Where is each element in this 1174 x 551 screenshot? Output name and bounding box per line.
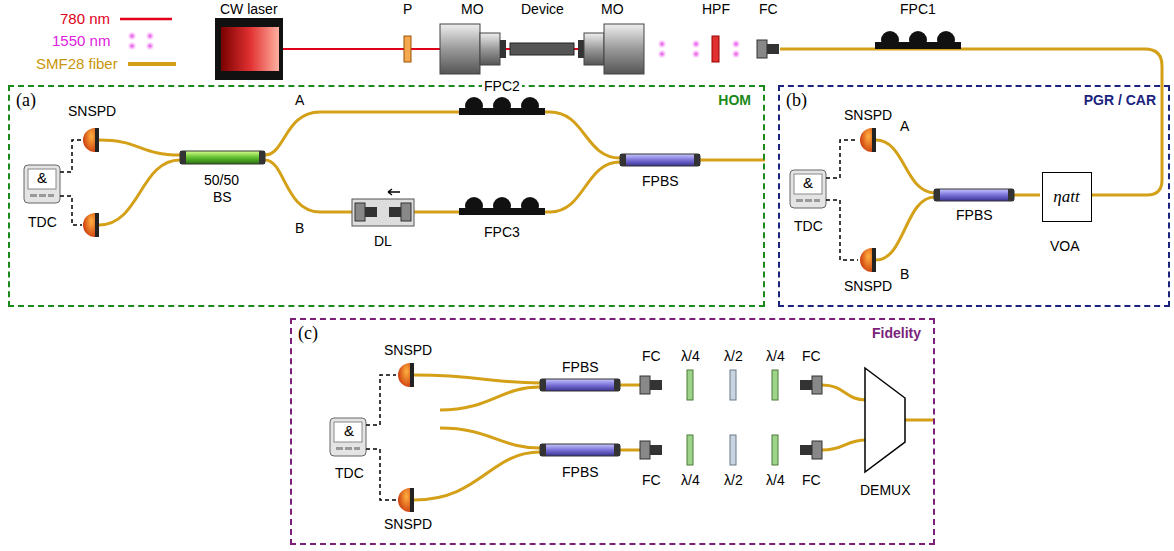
part-label: B xyxy=(898,266,911,282)
part-label: CW laser xyxy=(218,1,280,17)
panel-tag: (a) xyxy=(16,90,36,111)
part-label: λ/4 xyxy=(764,348,787,364)
part-label: SNSPD xyxy=(842,107,894,123)
part-label: FPBS xyxy=(640,173,681,189)
part-label: FPC3 xyxy=(482,224,522,240)
legend-text: SMF28 fiber xyxy=(34,56,120,72)
part-label: BS xyxy=(211,189,234,205)
legend-text: 1550 nm xyxy=(50,33,112,49)
part-label: Device xyxy=(519,1,566,17)
part-label: λ/2 xyxy=(722,348,745,364)
part-label: SNSPD xyxy=(66,103,118,119)
part-label: A xyxy=(293,92,306,108)
part-label: TDC xyxy=(333,465,366,481)
panel-title: HOM xyxy=(718,92,751,108)
part-label: FPBS xyxy=(560,464,601,480)
part-label: FC xyxy=(800,472,823,488)
part-label: MO xyxy=(459,1,486,17)
part-label: FC xyxy=(640,472,663,488)
part-label: DEMUX xyxy=(858,482,913,498)
part-label: P xyxy=(401,1,414,17)
part-label: FPC1 xyxy=(898,1,938,17)
part-label: FC xyxy=(640,348,663,364)
panel-tag: (c) xyxy=(298,323,318,344)
part-label: FPBS xyxy=(954,207,995,223)
part-label: VOA xyxy=(1048,238,1082,254)
part-label: λ/2 xyxy=(722,472,745,488)
coincidence-symbol: & xyxy=(342,423,356,439)
part-label: SNSPD xyxy=(382,516,434,532)
part-label: FC xyxy=(800,348,823,364)
coincidence-symbol: & xyxy=(801,175,815,191)
part-label: B xyxy=(293,220,306,236)
part-label: FPC2 xyxy=(482,78,522,94)
part-label: A xyxy=(898,118,911,134)
panel-tag: (b) xyxy=(786,90,807,111)
coincidence-symbol: & xyxy=(35,170,49,186)
dashed-panel: (a) HOM xyxy=(8,85,765,307)
legend-text: 780 nm xyxy=(58,11,112,27)
part-label: 50/50 xyxy=(202,172,241,188)
part-label: SNSPD xyxy=(842,278,894,294)
part-label: MO xyxy=(599,1,626,17)
attenuation-symbol: ηatt xyxy=(1053,187,1079,207)
part-label: FC xyxy=(757,1,780,17)
panel-title: PGR / CAR xyxy=(1084,92,1156,108)
part-label: FPBS xyxy=(560,359,601,375)
part-label: λ/4 xyxy=(679,348,702,364)
part-label: TDC xyxy=(26,214,59,230)
part-label: λ/4 xyxy=(764,472,787,488)
part-label: λ/4 xyxy=(679,472,702,488)
part-label: SNSPD xyxy=(382,342,434,358)
panel-title: Fidelity xyxy=(872,325,921,341)
part-label: TDC xyxy=(792,218,825,234)
part-label: DL xyxy=(372,233,394,249)
part-label: HPF xyxy=(700,1,732,17)
attenuator-box: ηatt xyxy=(1042,172,1092,222)
dashed-panel: (b) PGR / CAR ηatt xyxy=(778,85,1170,307)
